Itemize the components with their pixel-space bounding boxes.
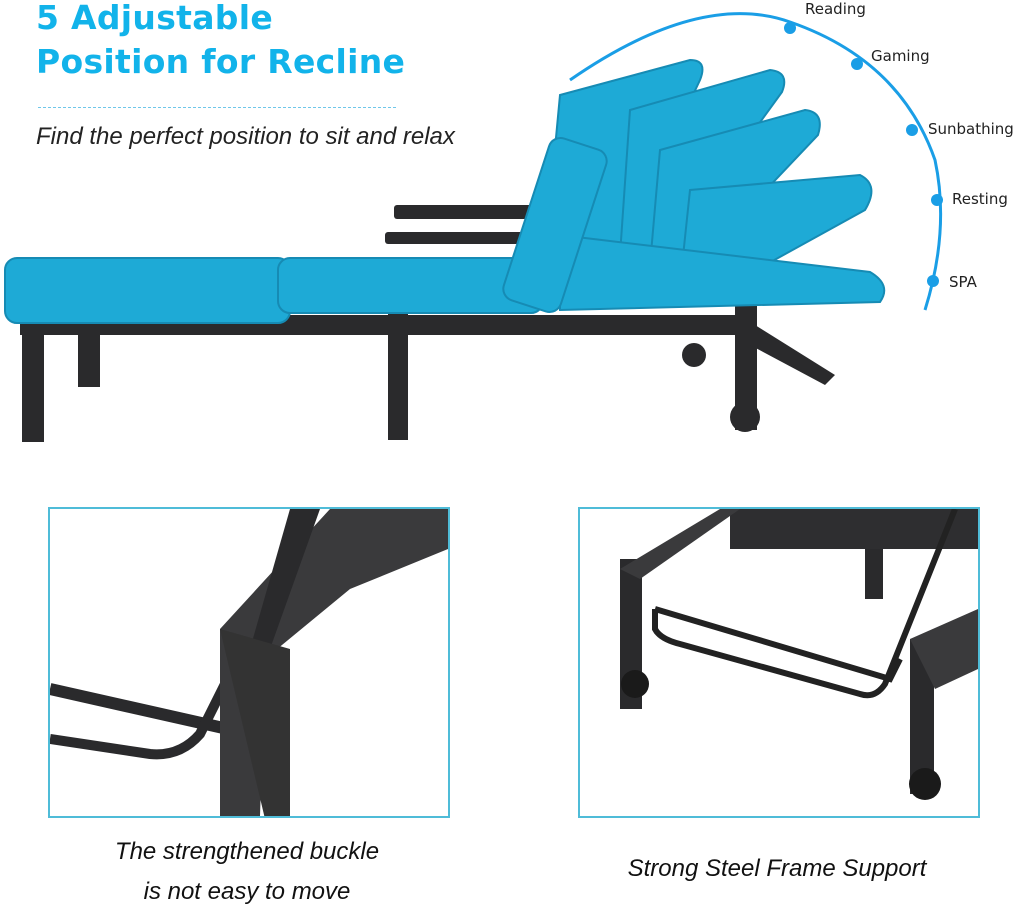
position-label-gaming: Gaming	[871, 47, 930, 65]
buckle-detail-image	[50, 509, 448, 816]
subtitle: Find the perfect position to sit and rel…	[36, 123, 455, 150]
position-label-spa: SPA	[949, 273, 977, 291]
frame-detail-image	[620, 509, 978, 800]
frame-caption: Strong Steel Frame Support	[627, 855, 927, 882]
buckle-detail-panel	[48, 507, 450, 818]
frame-detail-panel	[578, 507, 980, 818]
buckle-caption-line-2: is not easy to move	[143, 878, 351, 905]
position-arc	[569, 12, 943, 311]
title-divider	[38, 107, 396, 108]
position-dots	[784, 22, 943, 287]
chaise-lounge-illustration	[4, 12, 943, 442]
page-title: 5 Adjustable Position for Recline	[36, 0, 405, 84]
position-label-sunbathing: Sunbathing	[928, 120, 1014, 138]
title-line-2: Position for Recline	[36, 42, 406, 81]
title-line-1: 5 Adjustable	[36, 0, 274, 37]
position-label-resting: Resting	[952, 190, 1008, 208]
position-label-reading: Reading	[805, 0, 866, 18]
buckle-caption-line-1: The strengthened buckle	[114, 838, 380, 865]
